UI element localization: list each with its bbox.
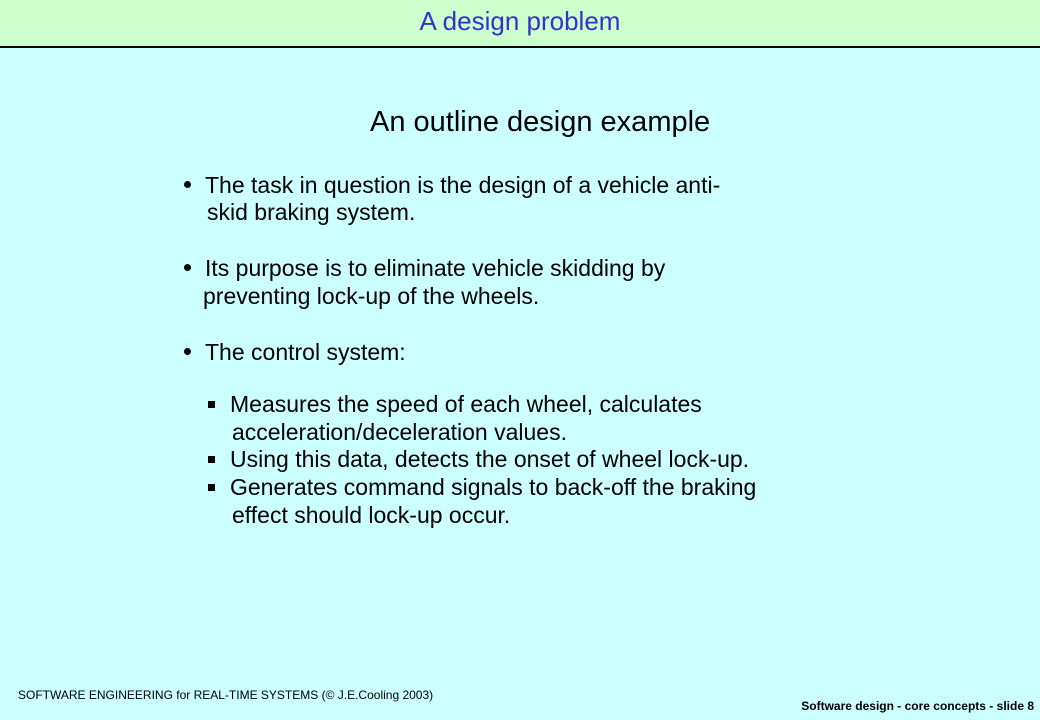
footer-slide-info: Software design - core concepts - slide … — [801, 699, 1034, 713]
sub-bullet-1-line-1: Measures the speed of each wheel, calcul… — [230, 391, 702, 417]
bullet-dot-icon — [184, 348, 191, 355]
sub-bullet-1-line-2: acceleration/deceleration values. — [232, 419, 567, 445]
bullet-dot-icon — [184, 264, 191, 271]
bullet-3-line-1: The control system: — [205, 339, 406, 365]
sub-bullet-3-line-2: effect should lock-up occur. — [232, 502, 511, 528]
bullet-2-line-1: Its purpose is to eliminate vehicle skid… — [205, 255, 666, 281]
slide-title: A design problem — [419, 6, 621, 36]
bullet-1-line-1: The task in question is the design of a … — [205, 172, 721, 198]
bullet-dot-icon — [184, 181, 191, 188]
slide-header: A design problem — [0, 0, 1040, 48]
footer-copyright: SOFTWARE ENGINEERING for REAL-TIME SYSTE… — [18, 688, 434, 702]
slide-subtitle: An outline design example — [370, 106, 711, 138]
sub-bullet-square-icon — [208, 401, 215, 408]
bullet-2-line-2: preventing lock-up of the wheels. — [203, 283, 540, 309]
bullet-1-line-2: skid braking system. — [207, 199, 416, 225]
sub-bullet-square-icon — [208, 484, 215, 491]
sub-bullet-2-line-1: Using this data, detects the onset of wh… — [230, 446, 750, 472]
sub-bullet-3-line-1: Generates command signals to back-off th… — [230, 474, 757, 500]
sub-bullet-square-icon — [208, 456, 215, 463]
